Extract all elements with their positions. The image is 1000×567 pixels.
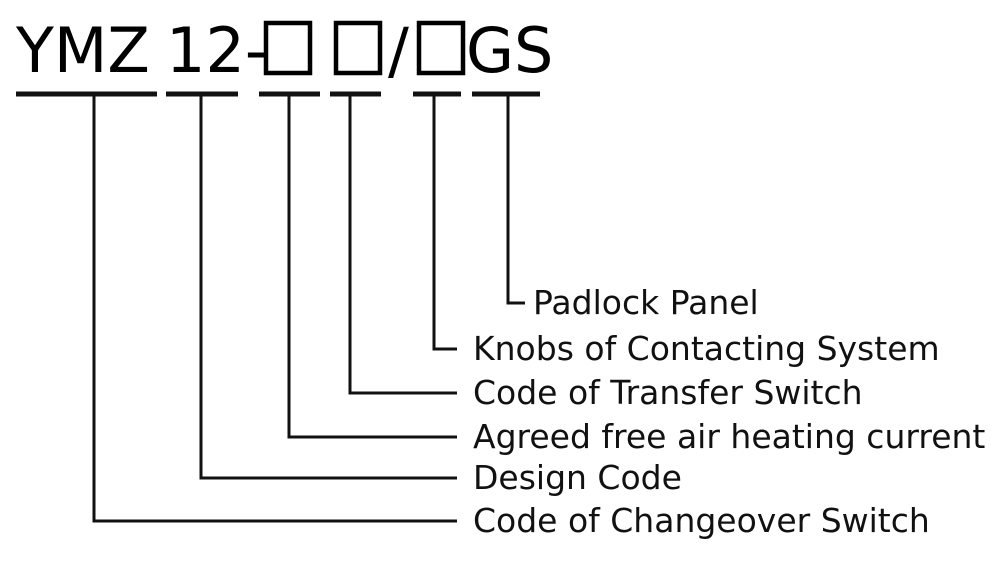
callout-label-code-changeover-switch: Code of Changeover Switch bbox=[473, 501, 930, 540]
callout-labels: Padlock Panel Knobs of Contacting System… bbox=[473, 283, 985, 540]
code-placeholder-knobs bbox=[416, 20, 466, 76]
leader-agreed-free-air bbox=[287, 94, 457, 439]
callout-label-knobs-contacting: Knobs of Contacting System bbox=[473, 329, 940, 368]
leader-code-transfer-switch bbox=[348, 94, 457, 395]
callout-label-padlock-panel: Padlock Panel bbox=[533, 283, 759, 322]
callout-label-code-transfer-switch: Code of Transfer Switch bbox=[473, 373, 863, 412]
code-segment-slash: / bbox=[388, 14, 409, 87]
leader-knobs-contacting bbox=[432, 94, 457, 351]
leader-code-changeover-switch bbox=[92, 94, 457, 523]
code-placeholder-transfer bbox=[333, 20, 383, 76]
leader-padlock-panel bbox=[506, 94, 525, 305]
code-segment-series: YMZ bbox=[15, 14, 150, 87]
callout-label-design-code: Design Code bbox=[473, 458, 682, 497]
leader-design-code bbox=[199, 94, 457, 480]
code-segment-design: 12- bbox=[166, 14, 267, 87]
leader-lines bbox=[92, 94, 525, 523]
code-string: YMZ 12- / GS bbox=[15, 14, 553, 87]
code-segment-suffix: GS bbox=[466, 14, 553, 87]
code-placeholder-current bbox=[263, 20, 313, 76]
callout-label-agreed-free-air: Agreed free air heating current bbox=[473, 417, 985, 456]
